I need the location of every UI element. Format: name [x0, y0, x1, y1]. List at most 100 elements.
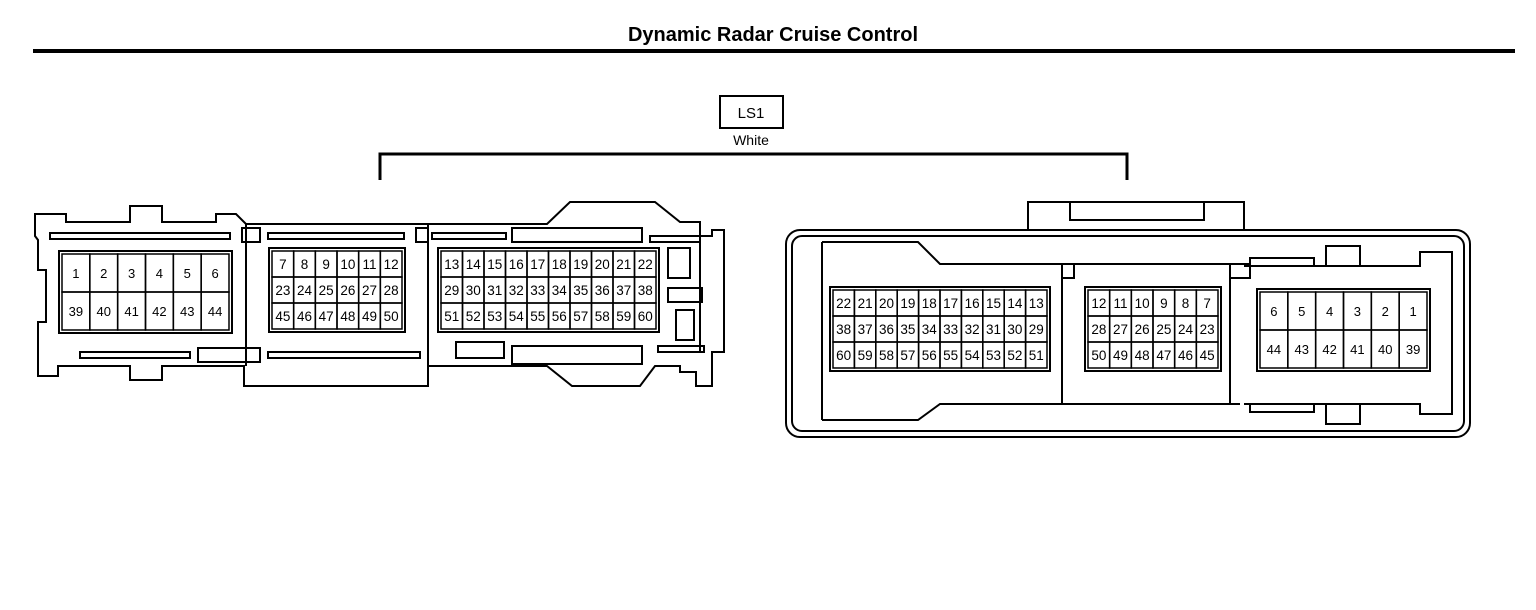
title-underline: [33, 49, 1515, 53]
pin-number: 38: [836, 322, 851, 337]
pin-number: 47: [1156, 348, 1171, 363]
pin-number: 20: [595, 257, 610, 272]
pin-number: 41: [1350, 342, 1364, 357]
right-inner-path: [822, 403, 1240, 421]
right-connector-inner: [791, 235, 1465, 432]
connector-code-box: [719, 95, 784, 129]
pin-number: 39: [69, 304, 83, 319]
pin-number: 26: [340, 283, 355, 298]
pin-number: 55: [943, 348, 958, 363]
pin-number: 21: [616, 257, 631, 272]
pin-number: 9: [322, 257, 330, 272]
pin-number: 53: [986, 348, 1001, 363]
pin-number: 4: [156, 266, 163, 281]
pin-number: 24: [297, 283, 313, 298]
right-block-c-frame: [1256, 288, 1431, 372]
pin-number: 50: [384, 309, 399, 324]
pin-number: 31: [986, 322, 1001, 337]
pin-number: 37: [616, 283, 631, 298]
left-block-c-frame: [437, 247, 660, 333]
pin-number: 12: [384, 257, 399, 272]
pin-number: 36: [595, 283, 610, 298]
pin-number: 16: [509, 257, 524, 272]
pin-number: 22: [638, 257, 653, 272]
pin-number: 30: [1007, 322, 1022, 337]
connector-color: White: [733, 132, 769, 148]
latch-part: [667, 287, 703, 303]
pin-number: 46: [1178, 348, 1193, 363]
pin-number: 18: [922, 296, 937, 311]
pin-number: 3: [1354, 304, 1361, 319]
pin-number: 45: [275, 309, 290, 324]
pin-number: 52: [466, 309, 481, 324]
pin-number: 17: [530, 257, 545, 272]
slot: [49, 232, 231, 240]
pin-number: 53: [487, 309, 502, 324]
pin-number: 57: [900, 348, 915, 363]
pin-number: 37: [858, 322, 873, 337]
pin-number: 42: [152, 304, 166, 319]
pin-cell: [200, 291, 230, 331]
slot: [241, 227, 261, 243]
pin-number: 8: [301, 257, 309, 272]
pin-number: 16: [965, 296, 980, 311]
pin-number: 41: [124, 304, 138, 319]
pin-number: 11: [1113, 296, 1127, 311]
pin-number: 50: [1091, 348, 1106, 363]
right-top-tab: [1027, 201, 1245, 230]
pin-number: 26: [1135, 322, 1150, 337]
slot: [1061, 263, 1075, 279]
right-inner-path: [822, 241, 1240, 265]
pin-number: 49: [362, 309, 377, 324]
pin-number: 34: [552, 283, 568, 298]
pin-number: 58: [595, 309, 610, 324]
pin-number: 3: [128, 266, 135, 281]
slot: [197, 347, 261, 363]
pin-number: 12: [1091, 296, 1106, 311]
connector-label: LS1 White: [719, 95, 784, 148]
pin-number: 36: [879, 322, 894, 337]
pin-number: 13: [1029, 296, 1044, 311]
latch-part: [649, 235, 701, 243]
connector-code: LS1: [738, 105, 765, 122]
pin-number: 59: [858, 348, 873, 363]
bracket-line: [378, 152, 1129, 180]
pin-number: 14: [1007, 296, 1023, 311]
pin-number: 32: [509, 283, 524, 298]
pin-number: 60: [638, 309, 653, 324]
right-connector-housing: [785, 229, 1471, 438]
pin-number: 29: [1029, 322, 1044, 337]
pin-number: 35: [573, 283, 588, 298]
pin-number: 2: [1382, 304, 1389, 319]
latch-part: [675, 309, 695, 341]
pin-number: 21: [858, 296, 873, 311]
pin-number: 5: [184, 266, 191, 281]
pin-number: 43: [1295, 342, 1309, 357]
pin-number: 55: [530, 309, 545, 324]
pin-number: 31: [487, 283, 502, 298]
pin-number: 58: [879, 348, 894, 363]
pin-number: 25: [1156, 322, 1171, 337]
pin-number: 49: [1113, 348, 1128, 363]
pin-number: 39: [1406, 342, 1420, 357]
pin-cell: [1195, 341, 1219, 369]
pin-number: 57: [573, 309, 588, 324]
pin-number: 42: [1322, 342, 1336, 357]
slot: [79, 351, 191, 359]
pin-number: 51: [444, 309, 459, 324]
pin-number: 14: [466, 257, 482, 272]
right-top-tab-slot: [1069, 201, 1205, 221]
pin-number: 19: [900, 296, 915, 311]
pin-number: 33: [943, 322, 958, 337]
pin-number: 47: [319, 309, 334, 324]
pin-number: 40: [1378, 342, 1392, 357]
pin-number: 1: [72, 266, 79, 281]
pin-number: 15: [986, 296, 1001, 311]
pin-cell: [1398, 329, 1428, 369]
